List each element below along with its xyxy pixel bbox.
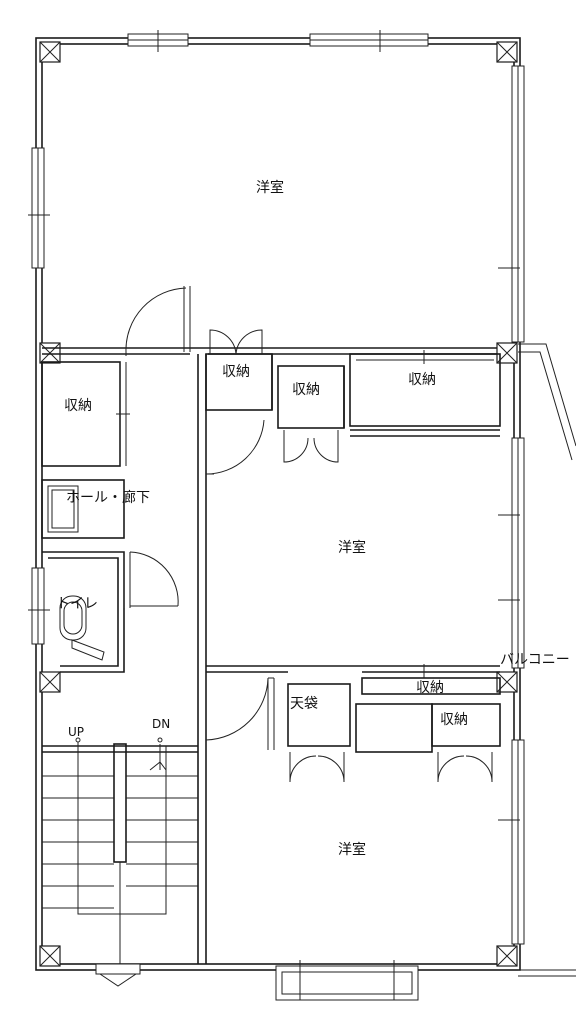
- label-storage-left: 収納: [64, 398, 92, 414]
- label-western-room-bottom: 洋室: [338, 841, 366, 858]
- label-storage-a: 収納: [222, 364, 250, 380]
- balcony-outline: [518, 343, 576, 977]
- label-toilet: トイレ: [56, 596, 98, 612]
- windows: [28, 30, 525, 1001]
- label-western-room-top: 洋室: [256, 179, 284, 196]
- column-mid-right: [496, 342, 518, 364]
- label-tenbukuro: 天袋: [290, 696, 318, 712]
- doors: [123, 286, 493, 783]
- label-stairs-up: UP: [68, 725, 84, 739]
- toilet-fixture: [59, 595, 105, 661]
- label-western-room-middle: 洋室: [338, 539, 366, 556]
- stair-treads-right: [126, 775, 198, 887]
- column-mid-left: [39, 342, 61, 364]
- column-top-left: [39, 41, 61, 63]
- label-storage-d: 収納: [416, 680, 444, 696]
- column-bottom-right: [496, 945, 518, 967]
- column-low-left: [39, 671, 61, 693]
- label-hall-corridor: ホール・廊下: [66, 489, 150, 506]
- label-storage-c: 収納: [408, 372, 436, 388]
- label-stairs-down: DN: [152, 717, 170, 731]
- room-labels: 洋室 収納 収納 収納 収納 ホール・廊下 洋室 トイレ バルコニー 収納 天袋…: [56, 179, 570, 858]
- interior-walls: [41, 347, 501, 964]
- label-balcony: バルコニー: [500, 652, 570, 668]
- label-storage-e: 収納: [440, 712, 468, 728]
- label-storage-b: 収納: [292, 382, 320, 398]
- column-top-right: [496, 41, 518, 63]
- stairs: [42, 737, 198, 964]
- column-bottom-left: [39, 945, 61, 967]
